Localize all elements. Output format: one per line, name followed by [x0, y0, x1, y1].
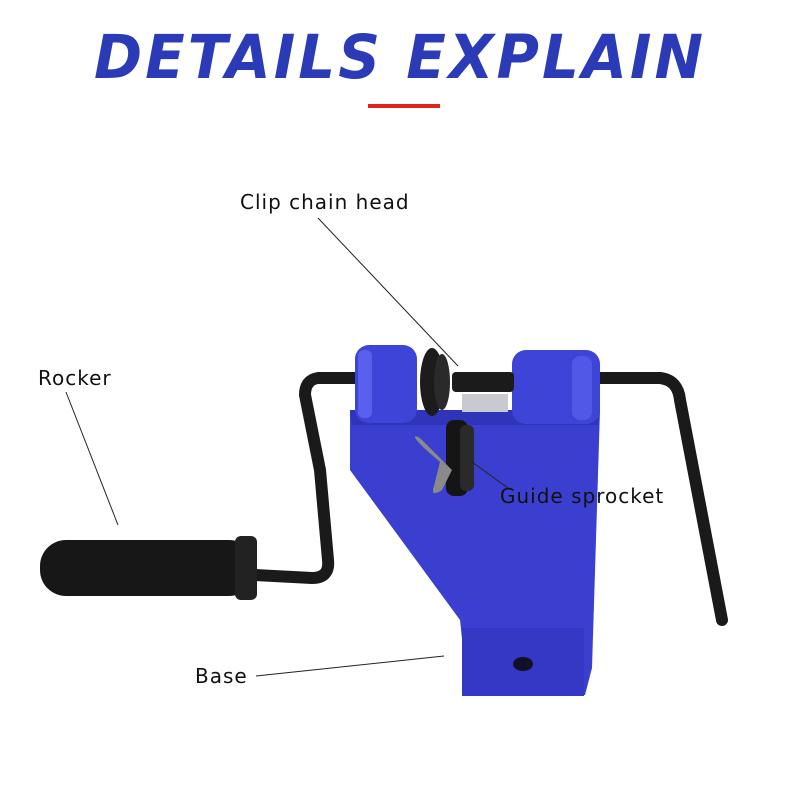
wing-nut [414, 436, 452, 494]
page-title: DETAILS EXPLAIN [93, 21, 707, 93]
leader-rocker [65, 391, 119, 526]
right-rod [592, 372, 728, 626]
spindle [452, 372, 514, 392]
title-underline [368, 104, 440, 108]
body-plate [350, 410, 600, 695]
rocker-arm [249, 372, 361, 584]
rocker-handle-grip [40, 540, 255, 596]
leader-clip-chain-head [317, 217, 459, 367]
leader-base [255, 655, 445, 677]
label-clip-chain-head: Clip chain head [240, 190, 410, 214]
leader-guide-sprocket [471, 461, 509, 489]
label-rocker: Rocker [38, 366, 112, 390]
label-base: Base [195, 664, 248, 688]
base-hole [513, 657, 533, 671]
label-guide-sprocket: Guide sprocket [500, 484, 665, 508]
